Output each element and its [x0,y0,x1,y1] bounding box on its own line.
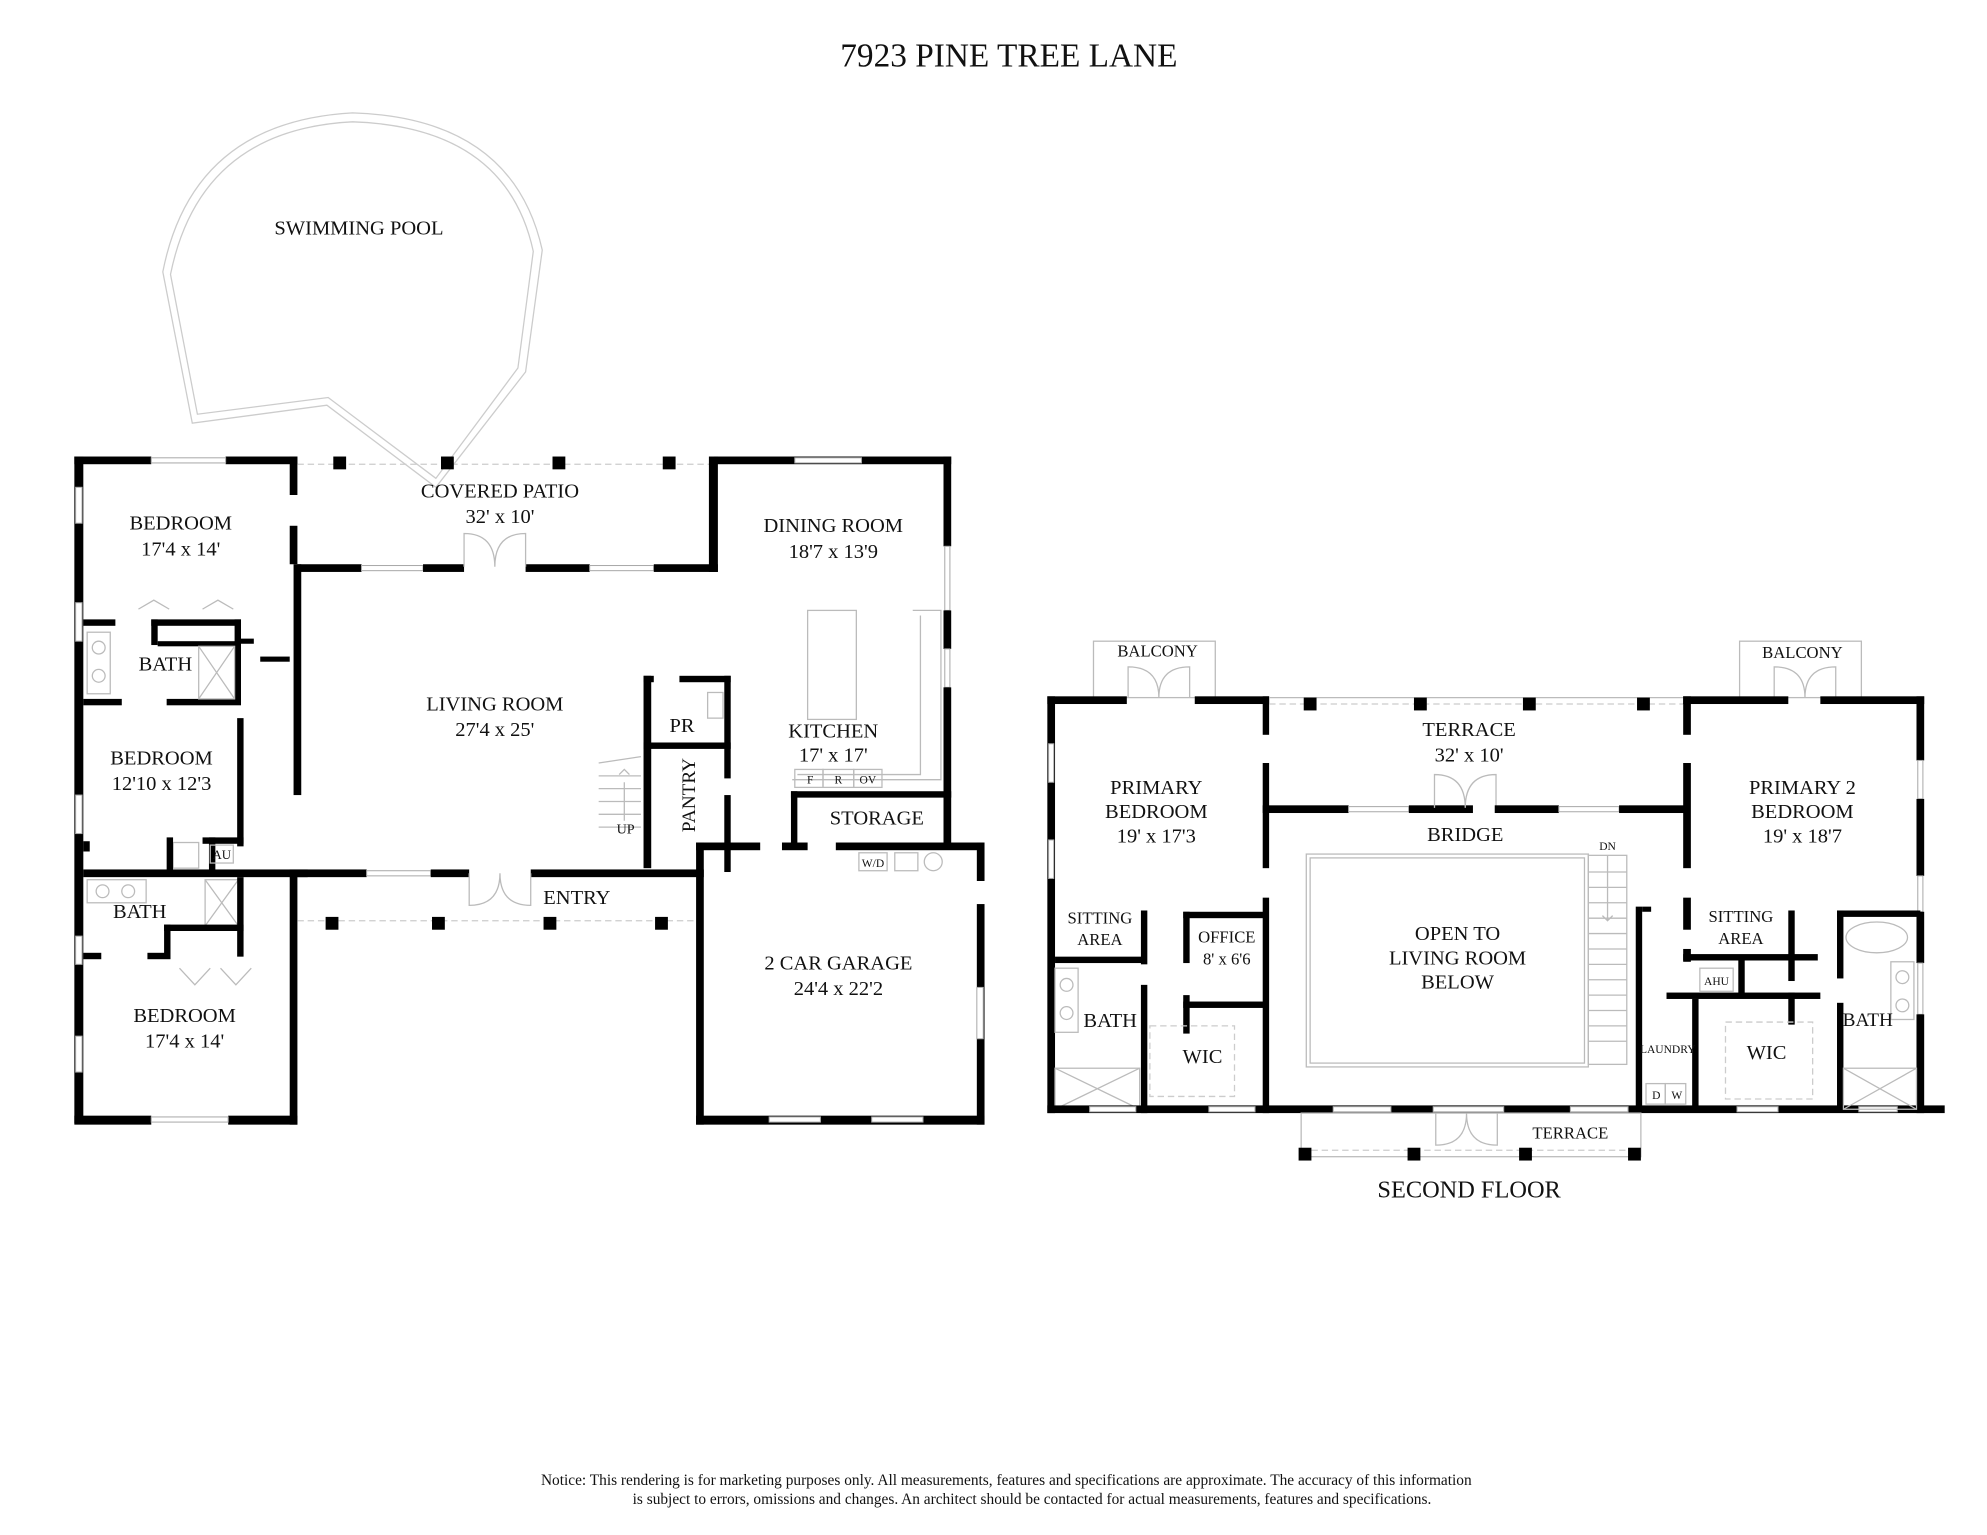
room-office: OFFICE [1198,928,1255,947]
room-bedroom-3-size: 17'4 x 14' [145,1031,224,1053]
room-terrace-upper-size: 32' x 10' [1435,745,1504,767]
notice-line-1: Notice: This rendering is for marketing … [541,1472,1472,1489]
room-bath-1: BATH [139,654,193,676]
room-pantry: PANTRY [679,758,700,832]
room-balcony-2: BALCONY [1762,643,1843,662]
range-label: R [835,775,843,787]
room-terrace-lower: TERRACE [1532,1124,1608,1143]
fridge-label: F [807,775,813,787]
room-sitting-area-1-line1: SITTING [1068,908,1133,927]
stair-up: UP [598,755,642,838]
washer-dryer-label: W/D [862,858,884,870]
room-kitchen: KITCHEN [788,720,878,742]
room-bedroom-1-size: 17'4 x 14' [141,538,220,560]
room-laundry: LAUNDRY [1640,1044,1696,1056]
second-floor-label: SECOND FLOOR [1377,1177,1561,1204]
second-floor: BALCONY PRIMARY BEDROOM 19' x 17'3 SITTI… [1047,640,1945,1204]
stair-up-label: UP [617,822,635,838]
room-primary-2-size: 19' x 18'7 [1763,826,1842,848]
room-covered-patio: COVERED PATIO [421,481,579,503]
room-sitting-area-1-line2: AREA [1077,930,1122,949]
room-open-below-line2: LIVING ROOM [1389,947,1526,969]
room-wic-2: WIC [1747,1042,1787,1064]
room-open-below-line1: OPEN TO [1415,923,1500,945]
room-primary-bedroom-line2: BEDROOM [1105,801,1207,823]
stair-down: DN [1587,841,1628,1066]
room-living-room: LIVING ROOM [426,693,563,715]
dryer-label: D [1652,1090,1660,1102]
room-ahu: AHU [1704,976,1730,988]
room-primary-2-line2: BEDROOM [1751,801,1853,823]
stair-down-label: DN [1599,841,1616,853]
page-title: 7923 PINE TREE LANE [840,38,1177,75]
room-sitting-area-2-line2: AREA [1718,929,1763,948]
swimming-pool: SWIMMING POOL [162,112,543,489]
room-terrace-upper: TERRACE [1422,719,1515,741]
room-bedroom-1: BEDROOM [130,513,232,535]
room-pr: PR [669,715,694,737]
room-kitchen-size: 17' x 17' [799,745,868,767]
room-covered-patio-size: 32' x 10' [466,506,535,528]
room-office-size: 8' x 6'6 [1203,949,1251,968]
room-bedroom-2: BEDROOM [110,747,212,769]
room-storage: STORAGE [830,808,924,830]
room-dining-room-size: 18'7 x 13'9 [789,541,878,563]
washer-label: W [1671,1090,1682,1102]
room-bath-2: BATH [113,901,167,923]
room-primary-bedroom-size: 19' x 17'3 [1117,826,1196,848]
room-au: AU [213,848,232,862]
room-garage-size: 24'4 x 22'2 [794,978,883,1000]
room-entry: ENTRY [543,887,610,909]
room-bridge: BRIDGE [1427,824,1503,846]
room-bedroom-2-size: 12'10 x 12'3 [112,773,212,795]
first-floor: BATH BEDROOM 17'4 x 14' BEDROOM 12'10 x … [74,456,985,1125]
room-sitting-area-2-line1: SITTING [1708,907,1773,926]
room-open-below-line3: BELOW [1421,972,1495,994]
room-dining-room: DINING ROOM [764,515,903,537]
room-primary-2-line1: PRIMARY 2 [1749,777,1856,799]
room-primary-bedroom-line1: PRIMARY [1110,777,1202,799]
pool-label: SWIMMING POOL [274,218,443,240]
room-bedroom-3: BEDROOM [133,1005,235,1027]
room-living-room-size: 27'4 x 25' [455,719,534,741]
room-balcony-1: BALCONY [1117,642,1198,661]
room-bath-3: BATH [1083,1010,1137,1032]
notice-line-2: is subject to errors, omissions and chan… [633,1491,1432,1508]
room-bath-4: BATH [1843,1010,1893,1031]
room-wic-1: WIC [1183,1046,1223,1068]
room-garage: 2 CAR GARAGE [764,952,912,974]
oven-label: OV [860,775,877,787]
